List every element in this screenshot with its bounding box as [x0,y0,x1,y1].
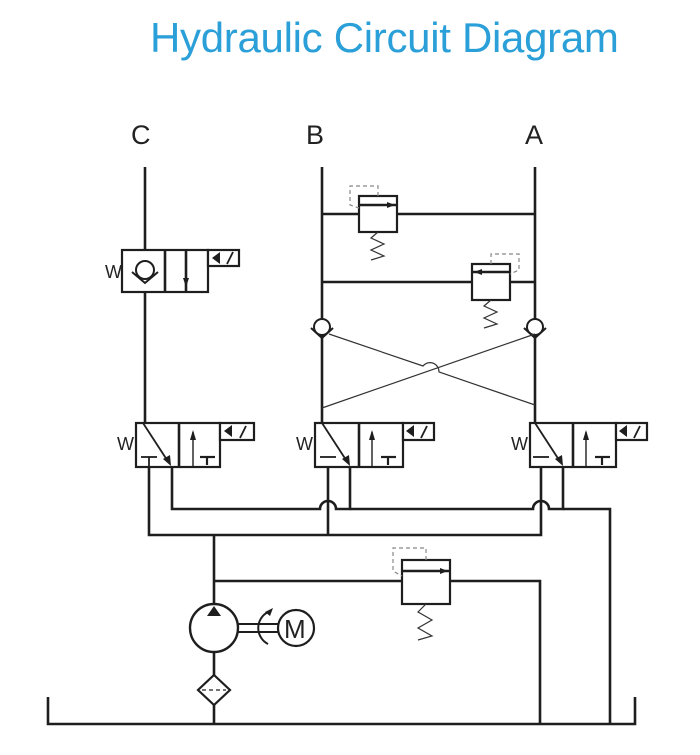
pilot-line-b-to-a [328,333,536,406]
spring-label-w: W [105,262,122,282]
spring-label-w: W [117,434,134,454]
relief-valve-lower [470,253,520,329]
pressure-line-right [563,507,612,724]
page-title: Hydraulic Circuit Diagram [150,14,619,61]
valve-c: W [117,421,256,469]
return-line [147,467,543,537]
pump [188,602,278,654]
port-label-c: C [131,120,151,150]
pump-arrow-icon [207,606,221,616]
relief-valve-upper [349,185,399,261]
spring-label-w: W [511,434,528,454]
valve-b: W [296,421,436,469]
port-label-a: A [525,120,543,150]
motor: M [276,608,316,648]
valve-c-upper: W [105,248,241,294]
check-valve-a [523,318,547,340]
valve-a: W [511,421,649,469]
main-relief-valve [392,547,452,641]
filter [196,673,232,707]
check-valve-b [310,318,334,340]
tank [46,697,637,726]
relief-return-line [450,579,542,724]
check-icon [135,260,155,280]
port-label-b: B [306,120,324,150]
spring-label-w: W [296,434,313,454]
pilot-line-a-to-b [321,333,536,409]
motor-label: M [284,614,306,644]
pressure-line-c-b [170,467,352,511]
pressure-line-b-a [350,467,565,511]
